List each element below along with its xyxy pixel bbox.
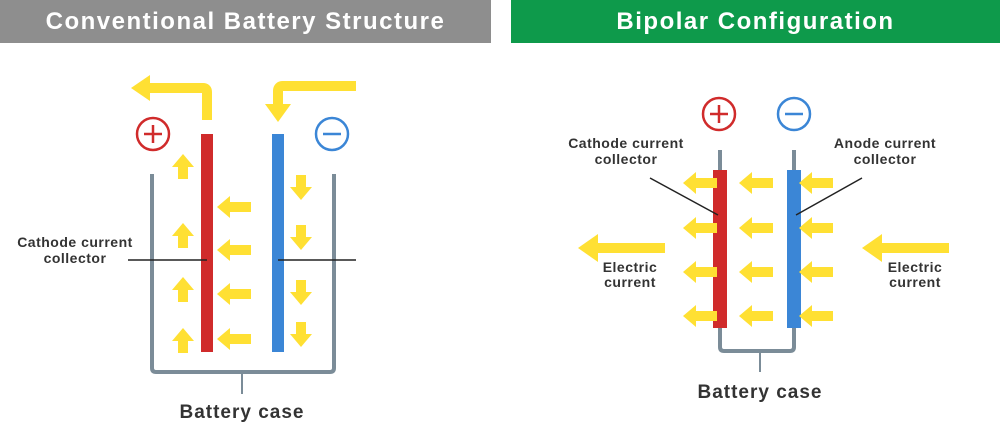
left-arrow-icon <box>683 305 717 327</box>
right-anode-collector <box>787 170 801 328</box>
bipolar-configuration: Cathode current collector Anode current … <box>568 96 949 403</box>
right-cathode-collector <box>713 170 727 328</box>
electric-current-out-arrow-icon <box>578 234 665 262</box>
electric-current-in-arrow-icon <box>862 234 949 262</box>
right-anode-label-line2: collector <box>854 151 917 167</box>
left-arrow-icon <box>683 217 717 239</box>
electric-current-right-line2: current <box>889 274 941 290</box>
left-arrow-icon <box>683 261 717 283</box>
left-arrow-icon <box>217 196 251 218</box>
positive-terminal-icon <box>701 96 737 132</box>
left-arrow-icon <box>217 283 251 305</box>
electric-current-left-line1: Electric <box>603 259 658 275</box>
right-panel-title: Bipolar Configuration <box>511 0 1000 43</box>
left-panel-title: Conventional Battery Structure <box>0 0 491 43</box>
left-arrow-icon <box>217 239 251 261</box>
right-battery-case <box>718 150 796 353</box>
down-arrow-icon <box>290 280 312 305</box>
down-arrow-icon <box>290 322 312 347</box>
negative-terminal-icon <box>314 116 350 152</box>
up-arrow-icon <box>172 328 194 353</box>
left-arrow-icon <box>739 172 773 194</box>
left-arrow-icon <box>683 172 717 194</box>
left-arrow-icon <box>799 305 833 327</box>
left-arrow-icon <box>799 261 833 283</box>
up-arrow-icon <box>172 154 194 179</box>
left-arrow-icon <box>739 261 773 283</box>
left-cathode-collector <box>201 134 213 352</box>
left-battery-case-label: Battery case <box>179 402 304 423</box>
down-arrow-icon <box>290 225 312 250</box>
down-arrow-icon <box>290 175 312 200</box>
left-cathode-label-line1: Cathode current <box>17 234 133 250</box>
left-arrow-icon <box>217 328 251 350</box>
left-outflow-arrow <box>150 83 212 120</box>
left-anode-collector <box>272 134 284 352</box>
left-arrow-icon <box>799 172 833 194</box>
right-cathode-label-line1: Cathode current <box>568 135 684 151</box>
up-arrow-icon <box>172 223 194 248</box>
negative-terminal-icon <box>776 96 812 132</box>
right-cathode-label-line2: collector <box>595 151 658 167</box>
left-cathode-label-line2: collector <box>44 250 107 266</box>
left-arrow-icon <box>739 217 773 239</box>
right-battery-case-label: Battery case <box>697 382 822 403</box>
right-anode-label-line1: Anode current <box>834 135 936 151</box>
electric-current-right-line1: Electric <box>888 259 943 275</box>
left-inflow-arrow <box>273 81 356 104</box>
left-arrow-icon <box>799 217 833 239</box>
left-arrow-icon <box>739 305 773 327</box>
up-arrow-icon <box>172 277 194 302</box>
conventional-structure: Cathode current collector Battery case <box>17 75 356 423</box>
positive-terminal-icon <box>135 116 171 152</box>
electric-current-left-line2: current <box>604 274 656 290</box>
